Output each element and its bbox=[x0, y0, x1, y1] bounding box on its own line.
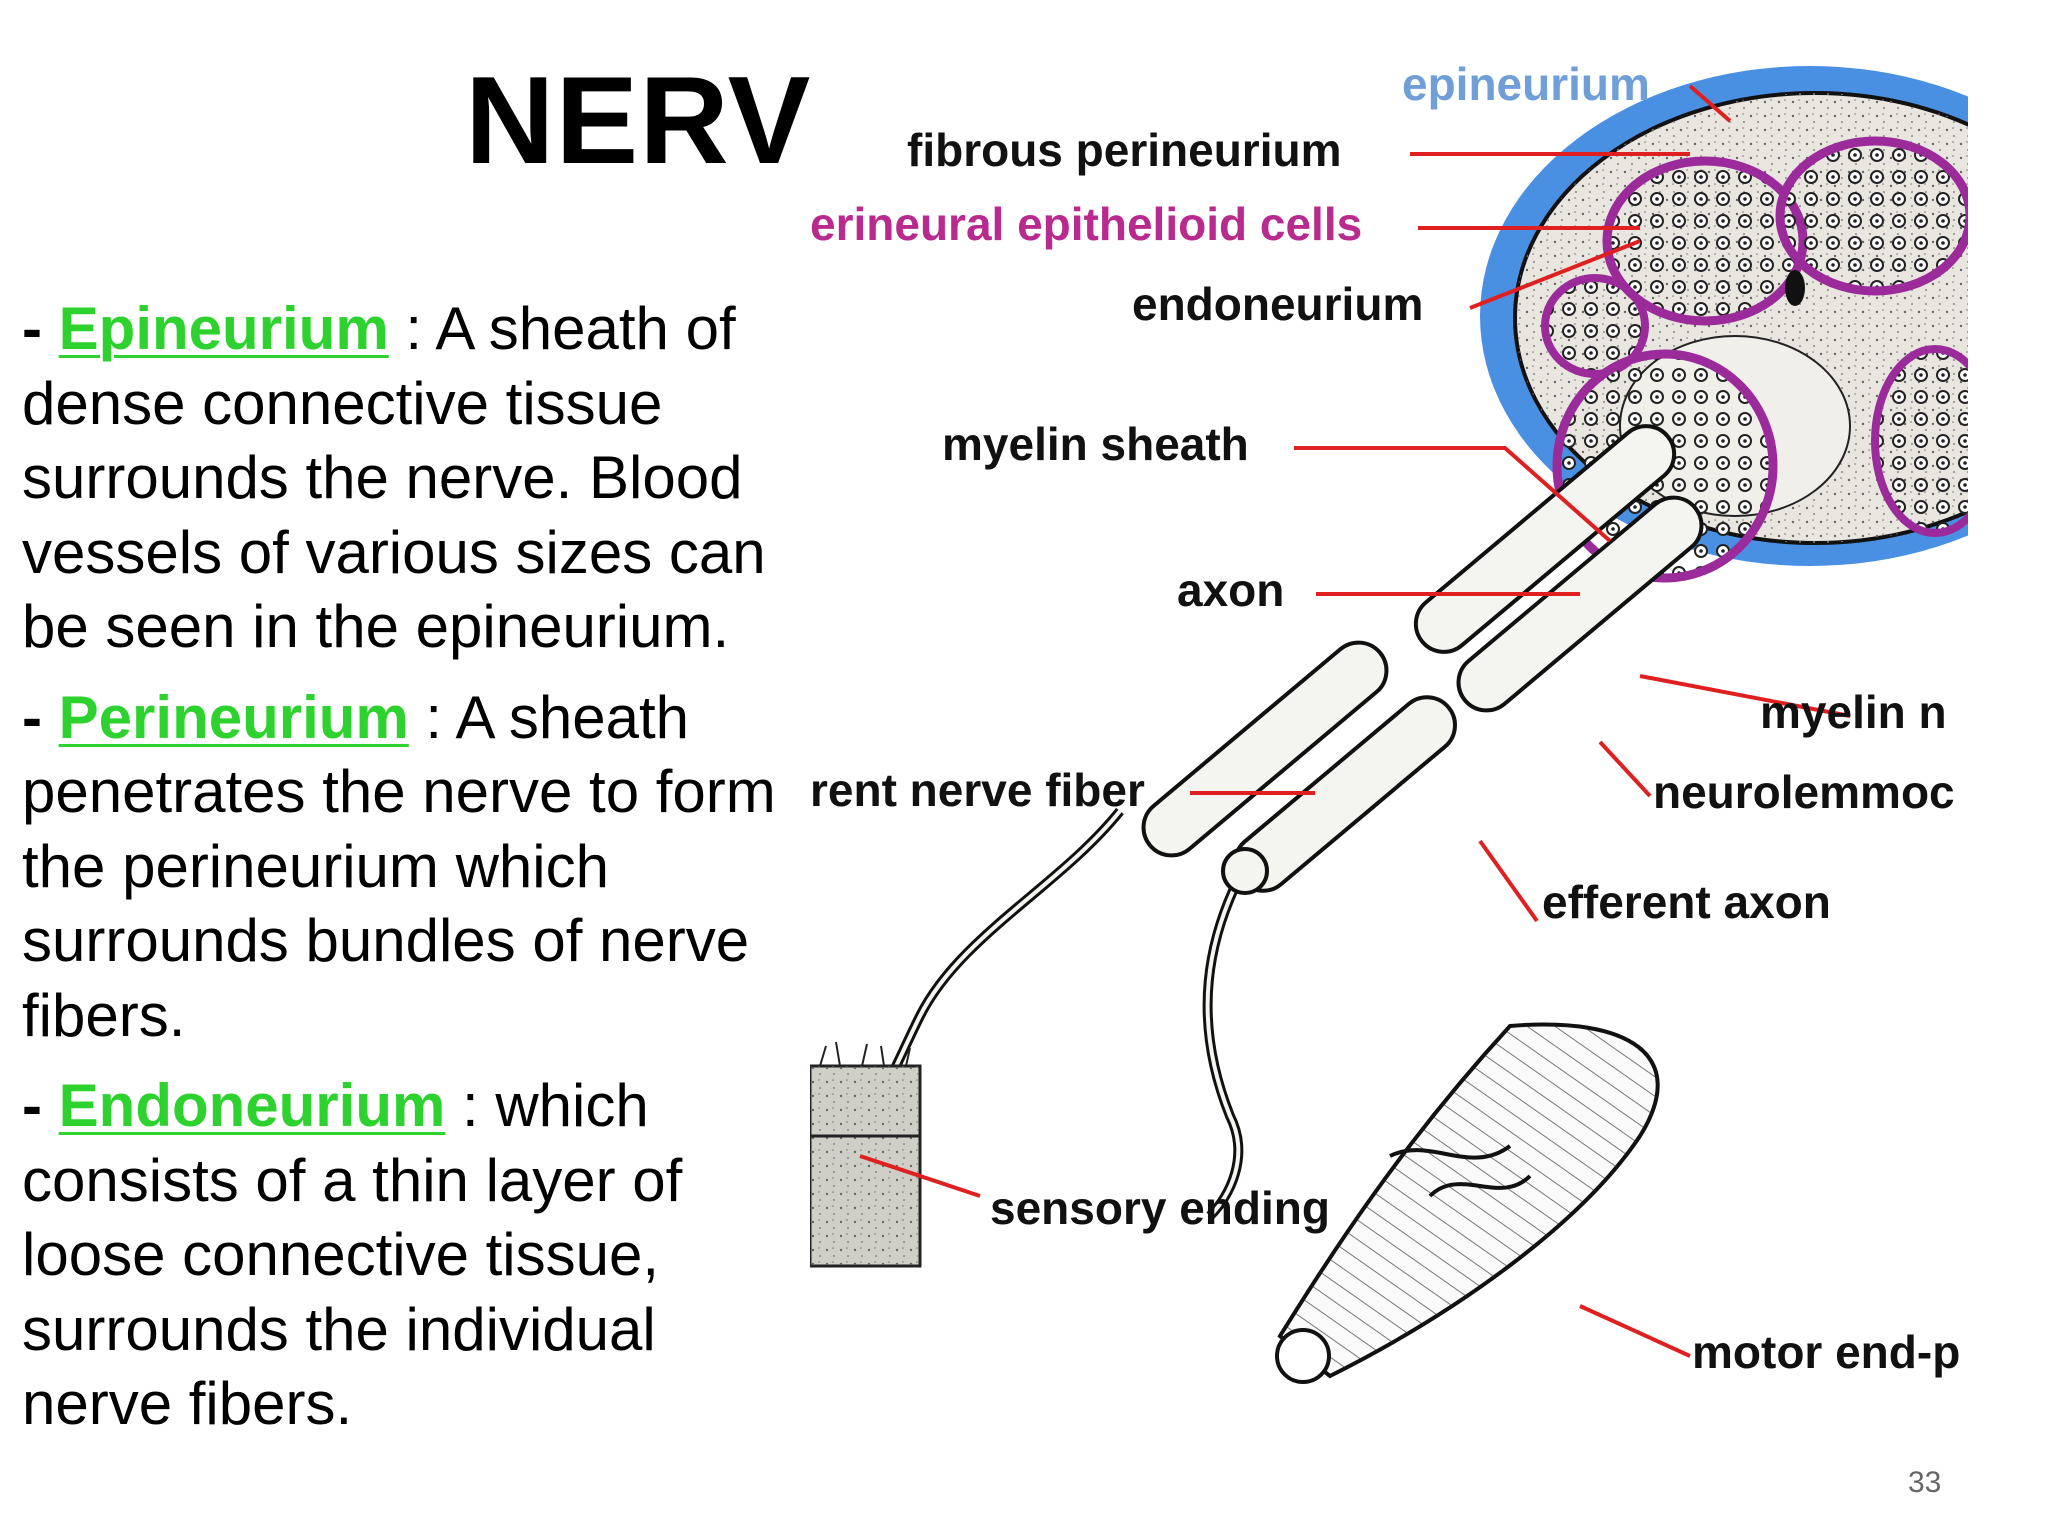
label-endoneurium: endoneurium bbox=[1132, 278, 1423, 330]
leader-motor-end-plate bbox=[1579, 1304, 1691, 1358]
leader-lines bbox=[859, 84, 1851, 1358]
muscle-fiber-bundle bbox=[1275, 1022, 1660, 1384]
skin-hairs bbox=[819, 1041, 911, 1067]
label-afferent-nerve-fiber: rent nerve fiber bbox=[810, 764, 1145, 816]
label-epineurium: epineurium bbox=[1402, 58, 1650, 110]
bullet-text: which consists of a thin layer of loose … bbox=[22, 1072, 683, 1437]
bullet-dash: - bbox=[22, 683, 59, 751]
label-efferent-axon: efferent axon bbox=[1542, 876, 1831, 928]
fascicle bbox=[1775, 136, 1968, 296]
nerve-diagram-svg: epineurium fibrous perineurium erineural… bbox=[810, 58, 1968, 1384]
page-number: 33 bbox=[1908, 1466, 1942, 1499]
motor-end-plate-branches bbox=[1389, 1144, 1532, 1198]
diagram-labels: epineurium fibrous perineurium erineural… bbox=[810, 58, 1960, 1378]
bullet-dash: - bbox=[22, 1072, 59, 1139]
bullet-endoneurium: - Endoneurium : which consists of a thin… bbox=[22, 1069, 812, 1442]
label-myelin-sheath: myelin sheath bbox=[942, 418, 1249, 470]
efferent-fiber-end bbox=[1221, 847, 1269, 895]
leader-neurolemmocyte bbox=[1598, 740, 1652, 798]
bullet-separator: : bbox=[388, 295, 436, 362]
muscle-end bbox=[1275, 1328, 1331, 1384]
label-sensory-ending: sensory ending bbox=[990, 1182, 1330, 1234]
fascicle bbox=[1871, 345, 1968, 537]
leader-myelin-sheath bbox=[1294, 446, 1612, 543]
label-myelin-node: myelin n bbox=[1760, 686, 1947, 738]
myelinated-fiber bbox=[1141, 640, 1389, 858]
leader-myelin-node bbox=[1639, 674, 1851, 718]
bullet-separator: : bbox=[445, 1072, 496, 1139]
term-perineurium: Perineurium bbox=[58, 683, 409, 751]
bullet-dash: - bbox=[22, 295, 59, 362]
label-fibrous-perineurium: fibrous perineurium bbox=[907, 124, 1341, 176]
label-axon: axon bbox=[1177, 564, 1284, 616]
skin-texture bbox=[810, 1066, 920, 1266]
myelinated-fiber bbox=[1456, 495, 1704, 713]
leader-sensory-ending bbox=[859, 1154, 981, 1198]
efferent-fiber-core bbox=[1205, 875, 1242, 1218]
bullet-epineurium: - Epineurium : A sheath of dense connect… bbox=[22, 292, 812, 665]
leader-endoneurium bbox=[1469, 239, 1641, 310]
leader-efferent-axon bbox=[1478, 839, 1539, 923]
muscle-striations bbox=[1280, 1024, 1658, 1376]
term-endoneurium: Endoneurium bbox=[58, 1072, 446, 1139]
blood-vessel bbox=[1785, 270, 1805, 306]
fascicle bbox=[1541, 274, 1649, 378]
bullet-perineurium: - Perineurium : A sheath penetrates the … bbox=[22, 681, 812, 1054]
nerve-diagram: epineurium fibrous perineurium erineural… bbox=[810, 56, 1968, 1396]
label-perineural-epithelioid-cells: erineural epithelioid cells bbox=[810, 198, 1362, 250]
bullet-list: - Epineurium : A sheath of dense connect… bbox=[22, 292, 812, 1458]
bullet-text: A sheath penetrates the nerve to form th… bbox=[22, 683, 776, 1049]
term-epineurium: Epineurium bbox=[58, 295, 389, 362]
bullet-text: A sheath of dense connective tissue surr… bbox=[22, 295, 766, 660]
bullet-separator: : bbox=[408, 683, 456, 751]
label-neurolemmocyte: neurolemmoc bbox=[1653, 766, 1955, 818]
leader-epineurium bbox=[1688, 84, 1732, 123]
skin-block bbox=[810, 1041, 922, 1268]
label-motor-end-plate: motor end-p bbox=[1692, 1326, 1960, 1378]
